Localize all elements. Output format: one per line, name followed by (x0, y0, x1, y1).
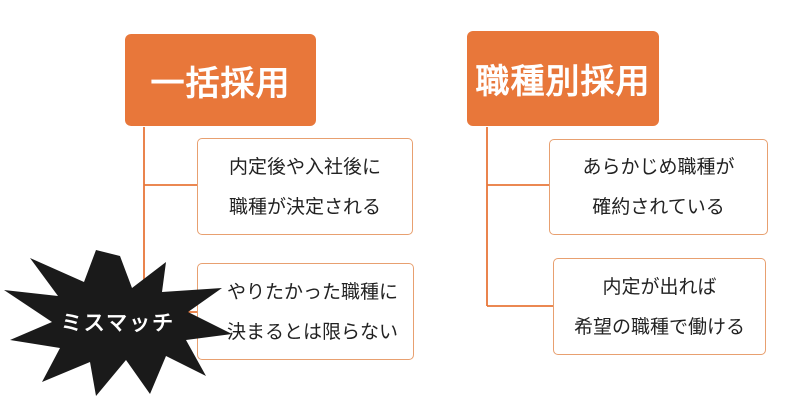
right-box-1-line-1: あらかじめ職種が (582, 156, 735, 178)
right-box-2-line-1: 内定が出れば (602, 275, 717, 298)
left-box-2-line-2: 決まるとは限らない (226, 320, 398, 343)
left-box-2-line-1: やりたかった職種に (226, 280, 398, 303)
right-box-2: 内定が出れば 希望の職種で働ける (553, 258, 766, 355)
left-box-1-line-2: 職種が決定される (228, 195, 381, 218)
right-box-2-line-2: 希望の職種で働ける (573, 315, 745, 338)
left-header-ikkatsu: 一括採用 (125, 34, 316, 126)
left-box-2: やりたかった職種に 決まるとは限らない (197, 263, 414, 360)
left-header-title: 一括採用 (150, 63, 291, 104)
right-box-1: あらかじめ職種が 確約されている (549, 139, 768, 235)
right-header-title: 職種別採用 (475, 62, 651, 102)
right-header-shokushubetsu: 職種別採用 (467, 31, 659, 126)
left-box-1: 内定後や入社後に 職種が決定される (197, 138, 413, 235)
mismatch-label: ミスマッチ (60, 311, 176, 335)
left-box-1-line-1: 内定後や入社後に (228, 155, 381, 178)
right-box-1-line-2: 確約されている (592, 196, 725, 218)
